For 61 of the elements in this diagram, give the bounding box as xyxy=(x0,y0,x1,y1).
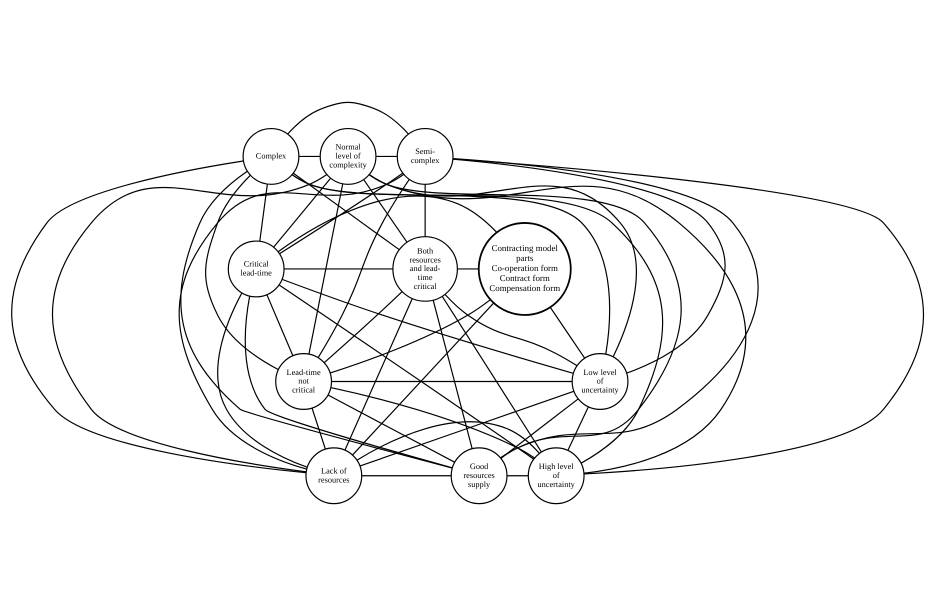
connector xyxy=(292,174,610,354)
connector xyxy=(452,158,726,374)
connector xyxy=(205,174,278,370)
connector xyxy=(308,183,344,354)
connector xyxy=(279,172,403,254)
node-circle: Lead-time not critical xyxy=(275,352,332,410)
connector xyxy=(362,474,452,476)
connector xyxy=(344,298,413,450)
node-circle: Critical lead-time xyxy=(228,240,285,297)
connector xyxy=(244,296,452,468)
connector xyxy=(318,178,410,358)
connector xyxy=(457,268,478,270)
connector xyxy=(178,173,404,470)
connector xyxy=(52,174,328,472)
connector xyxy=(299,155,320,157)
node-circle: High level of uncertainty xyxy=(528,446,585,504)
connector xyxy=(278,195,497,252)
connector xyxy=(292,174,664,464)
node-circle: Low level of uncertainty xyxy=(572,352,628,410)
connector xyxy=(180,170,452,468)
connector xyxy=(356,420,540,460)
connector xyxy=(328,394,455,462)
connector xyxy=(273,177,332,247)
node-circle: Normal level of complexity xyxy=(320,127,377,184)
connector xyxy=(324,290,402,363)
connector xyxy=(287,101,409,134)
node-circle: Semi- complex xyxy=(396,127,454,184)
connector xyxy=(332,380,572,382)
connector xyxy=(444,294,578,366)
connector xyxy=(363,178,408,242)
connector xyxy=(352,302,494,455)
connector xyxy=(442,296,542,452)
connector xyxy=(278,284,534,460)
node-circle: Complex xyxy=(242,127,300,184)
connector xyxy=(330,386,535,458)
connector xyxy=(259,184,268,241)
node-circle: Lack of resources xyxy=(305,446,362,504)
connector xyxy=(452,158,758,458)
connector xyxy=(567,406,589,450)
connector xyxy=(424,184,426,236)
connector xyxy=(312,408,326,449)
connector xyxy=(282,278,574,374)
connector xyxy=(330,298,491,373)
connector xyxy=(432,300,473,448)
node-circle: Contracting model parts Co-operation form Contract form Compensation form xyxy=(478,222,572,316)
connector xyxy=(376,155,398,157)
connector xyxy=(217,292,308,468)
connector xyxy=(452,158,924,474)
connector xyxy=(293,172,400,250)
connector xyxy=(360,390,574,466)
connector xyxy=(368,174,682,458)
node-circle: Both resources and lead-time critical xyxy=(392,236,458,302)
connector xyxy=(266,294,294,356)
connector xyxy=(507,474,528,476)
connector xyxy=(550,306,586,358)
connector xyxy=(368,174,746,474)
connector xyxy=(11,160,306,473)
connector xyxy=(500,398,578,458)
node-circle: Good resources supply xyxy=(450,446,508,504)
connector xyxy=(284,268,393,270)
connector xyxy=(368,174,637,357)
